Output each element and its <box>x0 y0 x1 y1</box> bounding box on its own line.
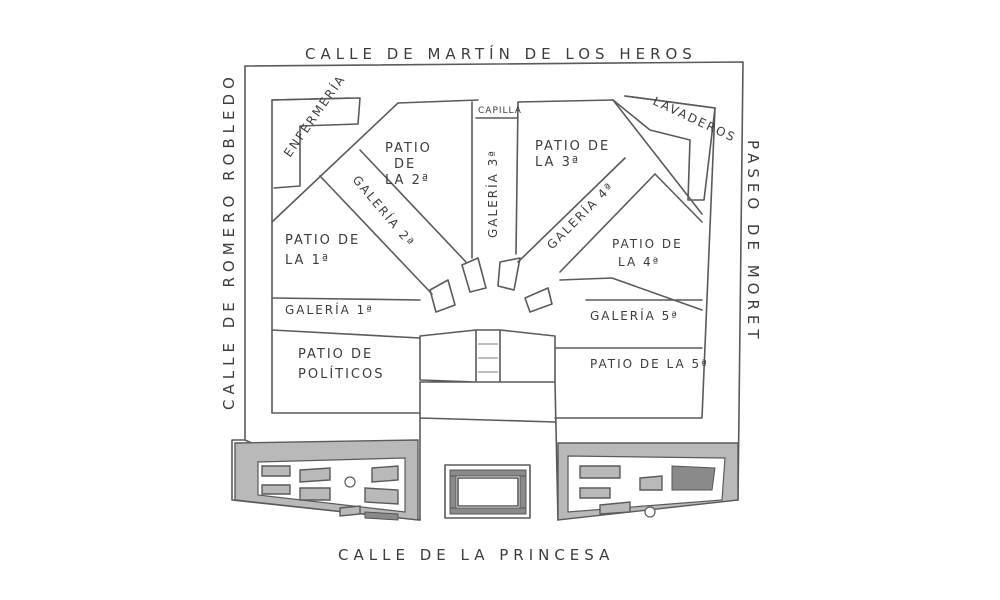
label-patio-3-line1: PATIO DE <box>535 139 610 154</box>
street-south: CALLE DE LA PRINCESA <box>338 546 614 564</box>
street-east: PASEO DE MORET <box>744 140 762 344</box>
galeria-1-walls <box>271 297 421 339</box>
label-patio-2-line1: PATIO <box>385 141 432 156</box>
label-enfermeria: ENFERMERÍA <box>280 71 348 159</box>
label-patio-2-line2: DE <box>394 157 416 172</box>
label-capilla: CAPILLA <box>478 106 522 116</box>
street-west: CALLE DE ROMERO ROBLEDO <box>220 72 238 410</box>
galeria-3-walls <box>471 101 519 259</box>
label-galeria-4: GALERÍA 4ª <box>544 179 618 253</box>
central-block <box>419 329 559 521</box>
galeria-2-walls <box>271 99 479 295</box>
label-patio-5: PATIO DE LA 5ª <box>590 357 709 371</box>
central-cell-3 <box>497 257 521 291</box>
label-galeria-3: GALERÍA 3ª <box>485 149 500 238</box>
label-lavaderos: LAVADEROS <box>651 94 739 145</box>
entrance-court <box>444 464 531 519</box>
label-patio-2-line3: LA 2ª <box>385 173 430 188</box>
label-patio-1-line2: LA 1ª <box>285 253 330 268</box>
label-galeria-5: GALERÍA 5ª <box>590 308 679 323</box>
central-cell-1 <box>429 279 456 313</box>
label-patio-3-line2: LA 3ª <box>535 155 580 170</box>
galeria-4-walls <box>517 99 703 273</box>
label-patio-4-line1: PATIO DE <box>612 237 683 251</box>
enfermeria-room <box>271 97 361 189</box>
label-galeria-1: GALERÍA 1ª <box>285 302 374 317</box>
lavaderos-room <box>612 95 716 201</box>
label-patio-4-line2: LA 4ª <box>618 255 660 269</box>
label-patio-1-line1: PATIO DE <box>285 233 360 248</box>
central-cell-4 <box>524 287 553 313</box>
galeria-5-walls <box>554 277 703 349</box>
central-cell-2 <box>461 257 487 293</box>
label-patio-politicos-line2: POLÍTICOS <box>298 366 385 382</box>
street-north: CALLE DE MARTÍN DE LOS HEROS <box>305 44 697 63</box>
label-patio-politicos-line1: PATIO DE <box>298 347 373 362</box>
